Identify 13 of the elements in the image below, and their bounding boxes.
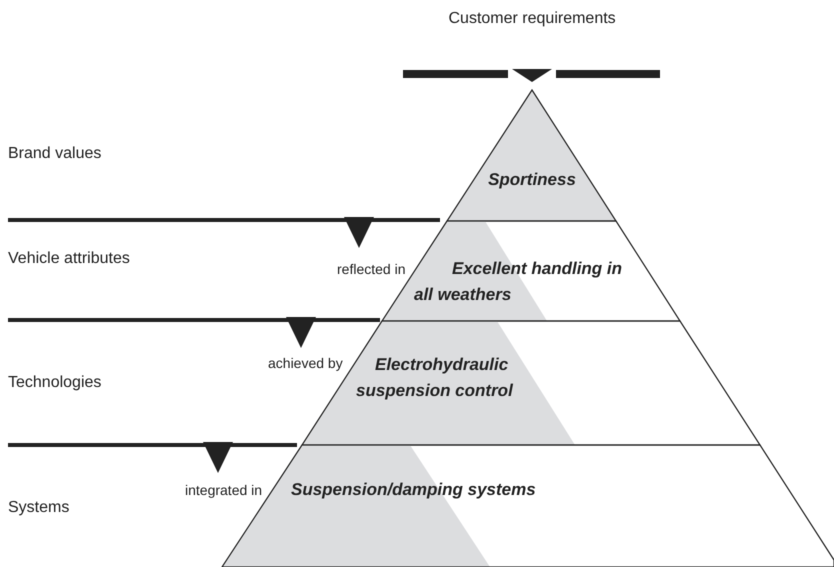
layer-label: Excellent handling in all weathers [414, 258, 624, 306]
relation-label: reflected in [337, 261, 406, 277]
level-label: Brand values [8, 145, 102, 163]
level-label: Vehicle attributes [8, 250, 130, 268]
relation-label: integrated in [185, 482, 262, 498]
pyramid-layer [447, 90, 616, 221]
layer-label: Suspension/damping systems [291, 479, 537, 501]
layer-label: Sportiness [487, 169, 577, 191]
layer-label: Electrohydraulic suspension control [356, 354, 514, 402]
level-label: Systems [8, 499, 70, 517]
heading-label: Customer requirements [448, 10, 616, 28]
level-label: Technologies [8, 374, 102, 392]
relation-label: achieved by [268, 355, 343, 371]
